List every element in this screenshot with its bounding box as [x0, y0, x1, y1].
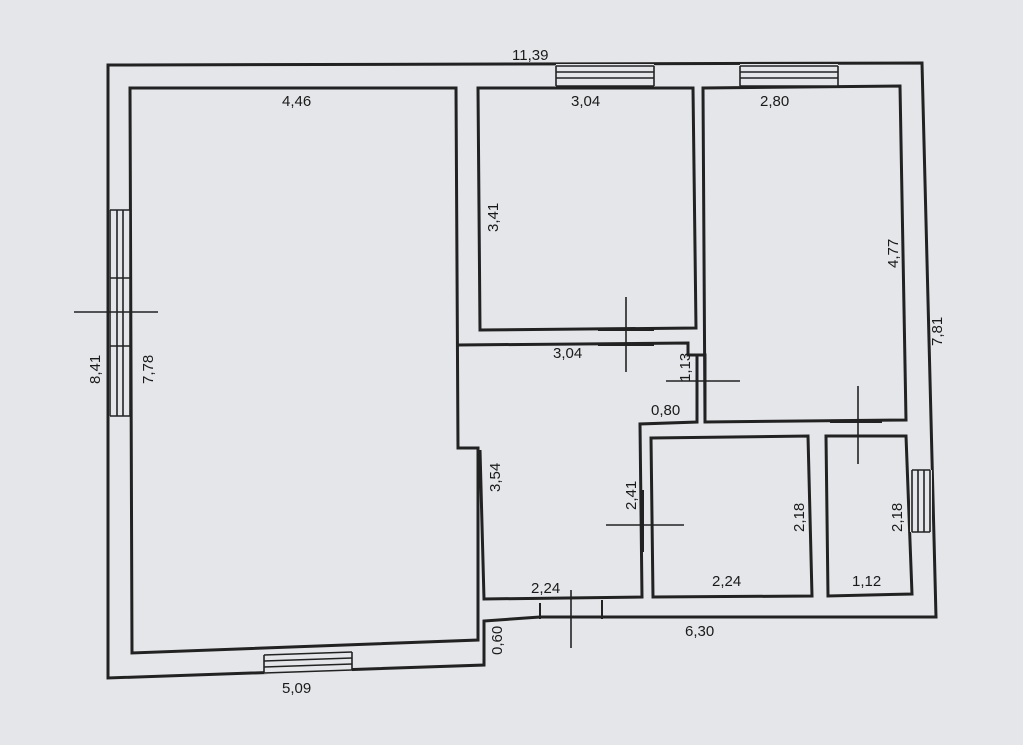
window-right [910, 469, 932, 533]
room-bathroom [824, 421, 914, 598]
bedroom-2-outline [701, 84, 908, 424]
kitchen-outline [649, 434, 814, 599]
room-bedroom-2 [701, 84, 908, 424]
windows [109, 64, 932, 674]
bedroom-1-outline [476, 86, 698, 332]
dim-bottom-left: 5,09 [282, 680, 311, 697]
dim-bathroom-height: 2,18 [889, 503, 906, 532]
dim-hall-height: 3,54 [487, 463, 504, 492]
room-kitchen [649, 434, 814, 599]
window-left [109, 209, 131, 417]
room-bedroom-1 [476, 86, 698, 332]
dim-bedroom-2-height: 4,77 [885, 239, 902, 268]
dim-step: 0,60 [489, 626, 506, 655]
dim-kitchen-side: 2,41 [623, 481, 640, 510]
dim-kitchen-width: 2,24 [712, 573, 741, 590]
dim-bedroom-1-width: 3,04 [571, 93, 600, 110]
corridor-wall [688, 353, 707, 422]
window-top-2 [739, 64, 839, 87]
dim-bathroom-width: 1,12 [852, 573, 881, 590]
dim-corridor-height: 1,13 [677, 353, 694, 382]
dim-hall-width: 2,24 [531, 580, 560, 597]
living-room-outline [128, 86, 480, 655]
window-top-1 [555, 64, 655, 87]
window-bottom [263, 651, 353, 674]
dimensions: 11,39 4,46 3,04 2,80 3,41 4,77 7,81 8,41… [87, 47, 946, 697]
dim-overall-height-left: 8,41 [87, 355, 104, 384]
door-markers [74, 297, 859, 648]
room-living [128, 86, 480, 655]
hall-outline [457, 341, 699, 601]
dim-living-width: 4,46 [282, 93, 311, 110]
dim-living-height: 7,78 [140, 355, 157, 384]
dim-overall-height-right: 7,81 [929, 317, 946, 346]
dim-bedroom-1-height: 3,41 [485, 203, 502, 232]
dim-kitchen-height: 2,18 [791, 503, 808, 532]
dim-corridor-width: 0,80 [651, 402, 680, 419]
dim-bedroom-2-width: 2,80 [760, 93, 789, 110]
entrance [539, 600, 603, 619]
dim-overall-width: 11,39 [512, 47, 548, 64]
dim-bottom-right: 6,30 [685, 623, 714, 640]
dim-bedroom-1-bottom: 3,04 [553, 345, 582, 362]
